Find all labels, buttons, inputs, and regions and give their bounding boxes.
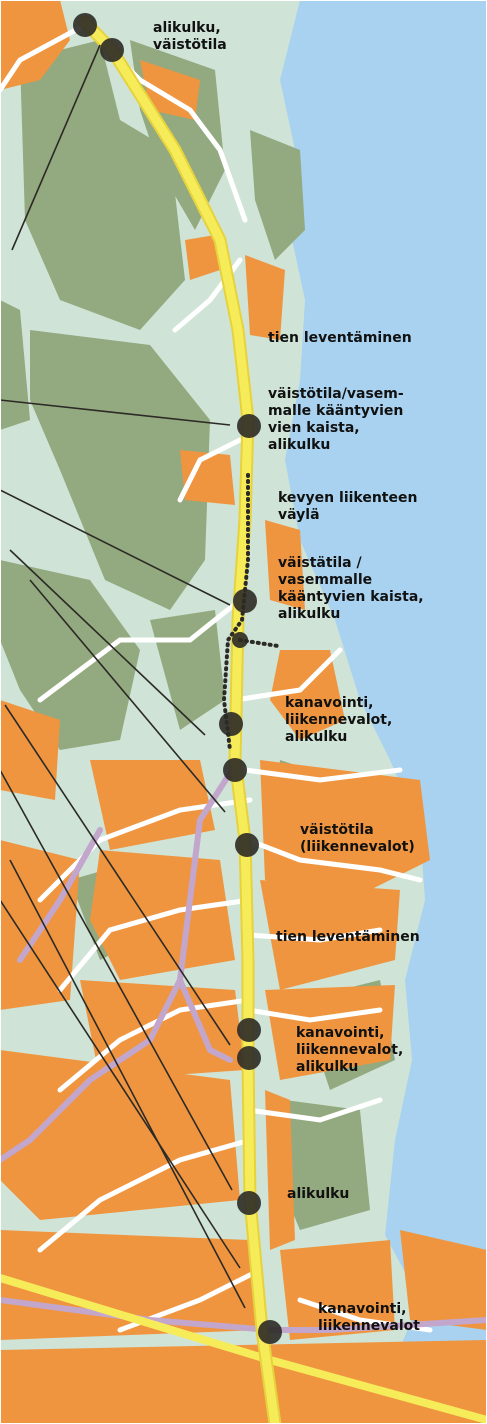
marker-7[interactable] [223, 758, 247, 782]
main-road [78, 15, 282, 1424]
label-passing-bay-turn-lane-underpass: väistätila / vasemmalle kääntyvien kaist… [278, 555, 424, 622]
label-underpass-passing-bay: alikulku, väistötila [153, 20, 227, 53]
project-markers [73, 13, 282, 1344]
label-underpass-south: alikulku [287, 1186, 350, 1202]
label-channelization-traffic-lights-2: kanavointi, liikennevalot, alikulku [296, 1025, 404, 1075]
marker-3[interactable] [237, 414, 261, 438]
marker-12[interactable] [258, 1320, 282, 1344]
label-passing-bay-left-turn-lane: väistötila/vasem- malle kääntyvien vien … [268, 386, 404, 453]
marker-1[interactable] [73, 13, 97, 37]
lake-water [280, 0, 487, 1424]
marker-6[interactable] [219, 712, 243, 736]
label-channelization-traffic-lights-1: kanavointi, liikennevalot, alikulku [285, 695, 393, 745]
marker-9[interactable] [237, 1018, 261, 1042]
label-road-widening-north: tien leventäminen [268, 330, 412, 346]
marker-4[interactable] [233, 589, 257, 613]
label-light-traffic-route: kevyen liikenteen väylä [278, 490, 418, 523]
marker-8[interactable] [235, 833, 259, 857]
marker-10[interactable] [237, 1046, 261, 1070]
label-road-widening-south: tien leventäminen [276, 929, 420, 945]
marker-5[interactable] [232, 632, 248, 648]
marker-11[interactable] [237, 1191, 261, 1215]
marker-2[interactable] [100, 38, 124, 62]
leader-lines [0, 44, 246, 1309]
label-passing-bay-traffic-lights: väistötila (liikennevalot) [300, 822, 415, 855]
label-channelization-traffic-lights-3: kanavointi, liikennevalot [318, 1301, 420, 1334]
